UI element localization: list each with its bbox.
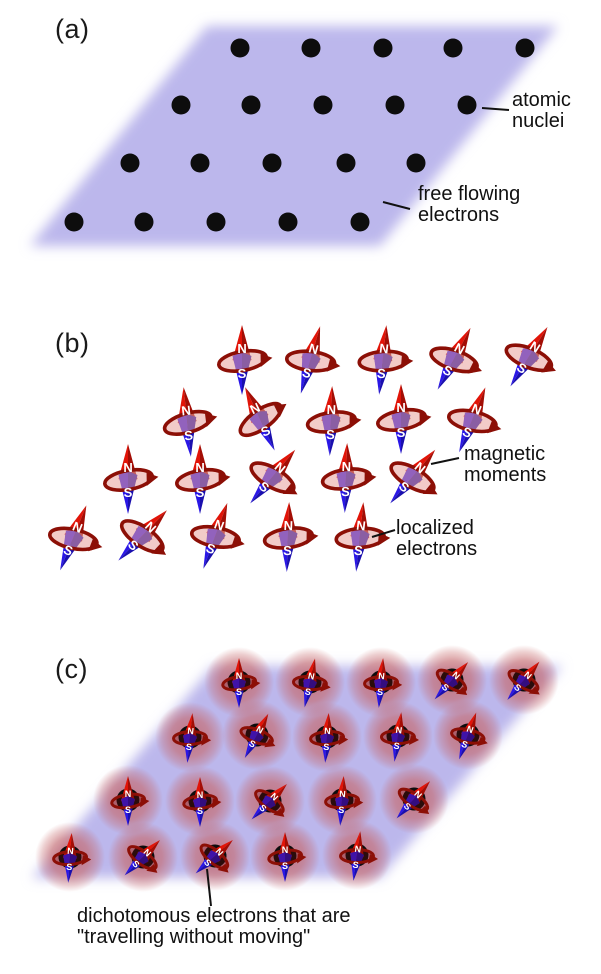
magnetic-moment-needle [220, 371, 306, 463]
annotation-free-flowing-electrons: free flowing electrons [418, 184, 520, 226]
annotation-atomic-nuclei: atomic nuclei [512, 90, 571, 132]
annotation-line: nuclei [512, 110, 565, 132]
nuclei-layer [64, 38, 535, 232]
magnetic-moment-needle [318, 440, 381, 516]
atomic-nucleus-dot [190, 153, 210, 173]
nuclei-pointer-line [481, 107, 510, 111]
atomic-nucleus-dot [406, 153, 426, 173]
magnetic-moment-needle [260, 499, 323, 575]
magnetic-moment-needle [303, 383, 366, 459]
annotation-line: electrons [418, 204, 500, 226]
caption-pointer-line [206, 868, 212, 907]
atomic-nucleus-dot [241, 95, 261, 115]
atomic-nucleus-dot [262, 153, 282, 173]
magnetic-moment-needle [229, 432, 322, 526]
annotation-line: localized [396, 517, 474, 539]
annotation-line: moments [464, 464, 547, 486]
magnetic-moment-needle [329, 497, 397, 577]
magnetic-moment-needle [215, 323, 276, 397]
electrons-pointer-line [382, 201, 411, 210]
magnetic-moment-needle [369, 432, 462, 526]
annotation-line: magnetic [464, 443, 546, 465]
caption-line: dichotomous electrons that are [77, 905, 351, 927]
localized-pointer-line [371, 529, 396, 538]
atomic-nucleus-dot [171, 95, 191, 115]
annotation-line: free flowing [418, 183, 521, 205]
panel-b-label: (b) [55, 328, 90, 358]
annotation-line: electrons [396, 538, 478, 560]
atomic-nucleus-dot [301, 38, 321, 58]
panel-c-label: (c) [55, 654, 88, 684]
atomic-nucleus-dot [134, 212, 154, 232]
atomic-nucleus-dot [230, 38, 250, 58]
annotation-magnetic-moments: magnetic moments [464, 444, 546, 486]
caption-dichotomous-electrons: dichotomous electrons that are "travelli… [77, 906, 351, 948]
magnetic-moment-needle [98, 491, 192, 585]
atomic-nucleus-dot [350, 212, 370, 232]
moments-pointer-line [430, 457, 460, 465]
atomic-nucleus-dot [120, 153, 140, 173]
magnetic-moment-needle [173, 442, 234, 516]
magnetic-moment-needle [35, 494, 118, 584]
panel-a-label: (a) [55, 14, 90, 44]
annotation-localized-electrons: localized electrons [396, 518, 477, 560]
magnetic-moment-needle [487, 312, 577, 405]
magnetic-moment-needle [413, 314, 501, 407]
atomic-nucleus-dot [385, 95, 405, 115]
atomic-nucleus-dot [206, 212, 226, 232]
magnetic-moment-needle [101, 442, 162, 516]
magnetic-moment-needle [374, 382, 435, 456]
atomic-nucleus-dot [515, 38, 535, 58]
annotation-line: atomic [512, 89, 571, 111]
magnetic-moment-needle [352, 320, 420, 400]
atomic-nucleus-dot [373, 38, 393, 58]
magnetic-moment-needle [275, 317, 353, 405]
atomic-nucleus-dot [457, 95, 477, 115]
atomic-nucleus-dot [278, 212, 298, 232]
atomic-nucleus-dot [336, 153, 356, 173]
atomic-nucleus-dot [443, 38, 463, 58]
atomic-nucleus-dot [64, 212, 84, 232]
electron-sea-plane-c [32, 666, 562, 878]
caption-line: "travelling without moving" [77, 926, 311, 948]
magnetic-moment-needle [178, 492, 259, 582]
atomic-nucleus-dot [313, 95, 333, 115]
magnetic-moment-needle [157, 382, 225, 462]
electron-sea-plane-a [30, 26, 558, 246]
